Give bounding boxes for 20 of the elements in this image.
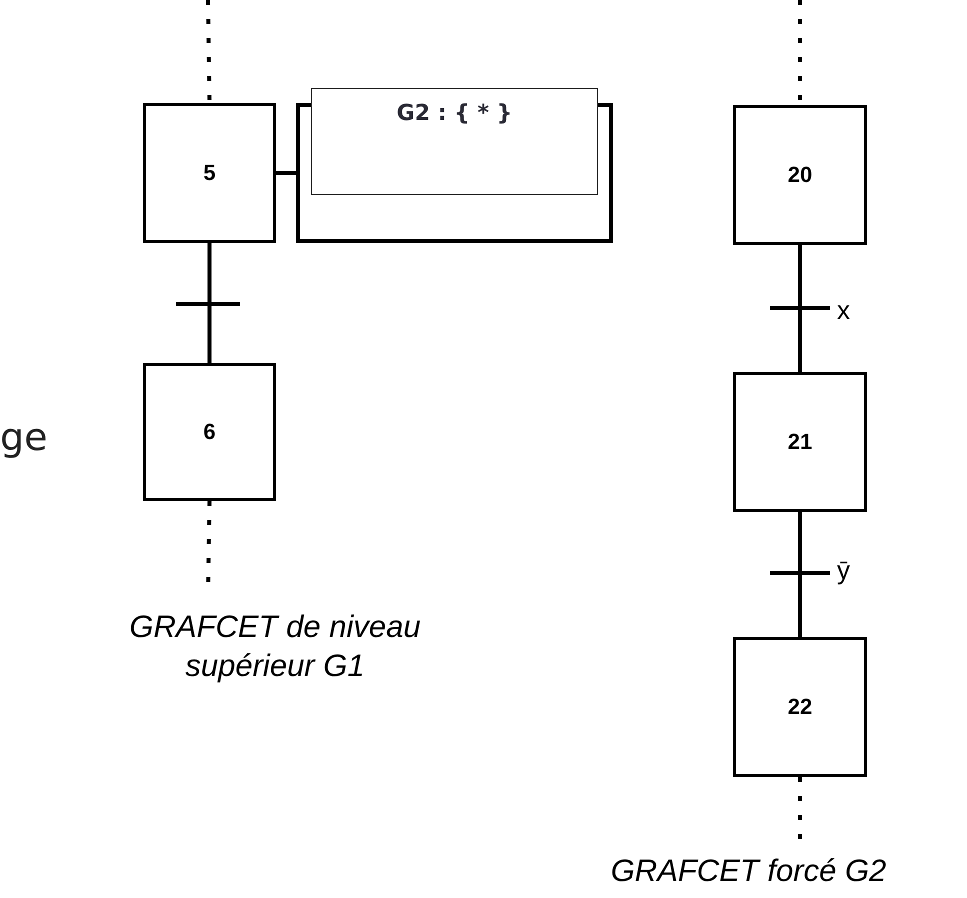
link-line <box>798 512 802 637</box>
step-box <box>733 372 867 512</box>
step-number: 20 <box>788 162 812 188</box>
grafcet-caption: GRAFCET forcé G2 <box>610 852 888 890</box>
step-box <box>733 637 867 777</box>
step-number: 21 <box>788 429 812 455</box>
link-line <box>798 245 802 372</box>
action-text: G2 : { * } <box>396 101 512 126</box>
step-number: 5 <box>203 160 216 186</box>
step-box <box>143 363 276 501</box>
link-line <box>208 243 212 363</box>
step-number: 22 <box>788 694 812 720</box>
grafcet-caption: GRAFCET de niveau supérieur G1 <box>128 608 422 685</box>
link-line <box>276 171 296 175</box>
dotted-link-line <box>798 777 802 840</box>
step-number: 6 <box>203 419 216 445</box>
step-box <box>143 103 276 243</box>
cut-off-text: ge <box>0 415 48 459</box>
label-tooltip <box>311 88 598 195</box>
step-box <box>733 105 867 245</box>
